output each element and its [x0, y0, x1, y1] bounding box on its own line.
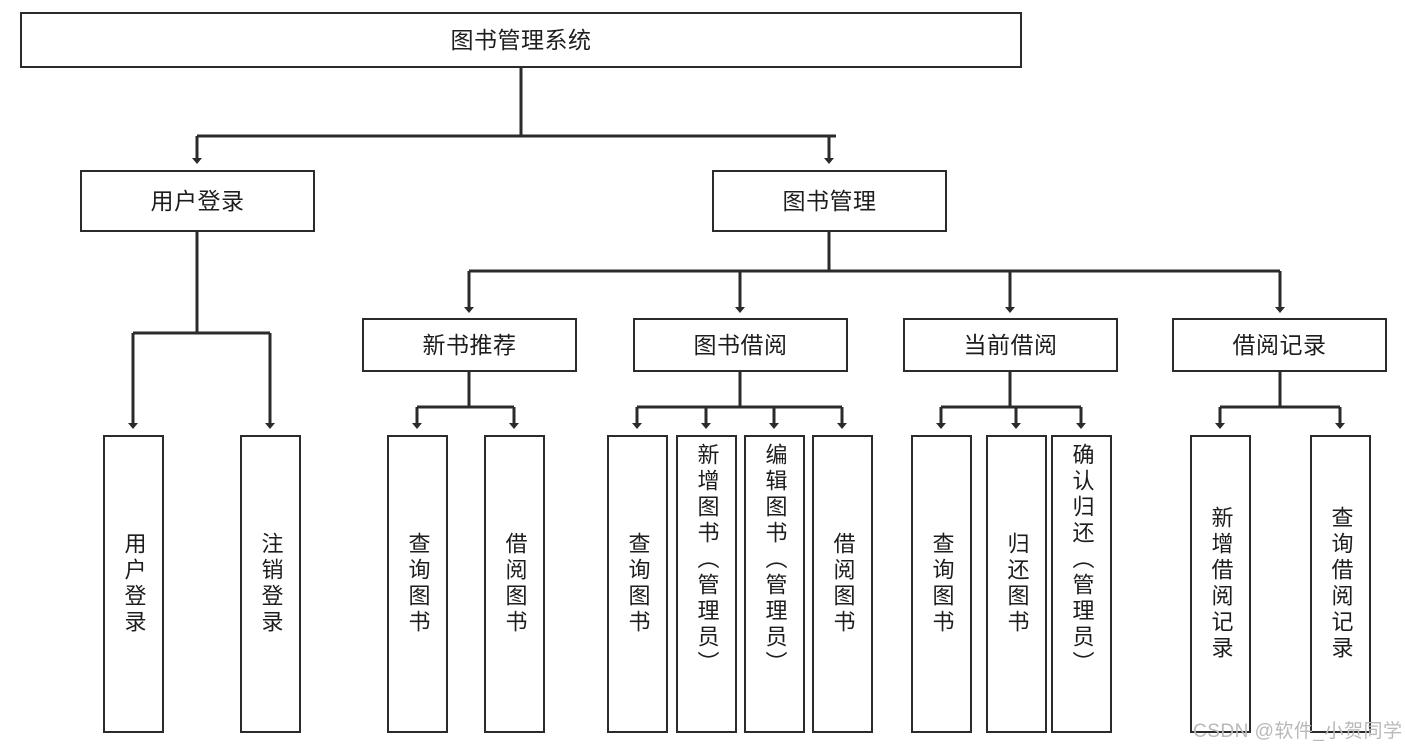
node-root-system[interactable]: 图书管理系统 [20, 12, 1022, 68]
node-leaf-add-book[interactable]: 新增图书（管理员） [676, 435, 737, 733]
node-label: 借阅记录 [1232, 331, 1327, 358]
node-label: 借阅图书 [502, 532, 528, 636]
node-leaf-logout[interactable]: 注销登录 [240, 435, 301, 733]
node-leaf-query-book-2[interactable]: 查询图书 [607, 435, 668, 733]
node-label: 新增借阅记录 [1208, 506, 1234, 662]
node-label: 用户登录 [121, 532, 147, 636]
node-leaf-add-record[interactable]: 新增借阅记录 [1190, 435, 1251, 733]
node-label: 查询图书 [405, 532, 431, 636]
node-new-book-rec[interactable]: 新书推荐 [362, 318, 577, 372]
node-label: 新书推荐 [422, 331, 517, 358]
node-label: 新增图书（管理员） [694, 443, 720, 677]
node-leaf-query-record[interactable]: 查询借阅记录 [1310, 435, 1371, 733]
node-leaf-confirm-return[interactable]: 确认归还（管理员） [1051, 435, 1112, 733]
node-label: 查询图书 [625, 532, 651, 636]
node-leaf-return-book[interactable]: 归还图书 [986, 435, 1047, 733]
watermark-text: CSDN @软件_小贺同学 [1193, 721, 1403, 742]
node-book-borrow[interactable]: 图书借阅 [633, 318, 848, 372]
node-leaf-borrow-book-2[interactable]: 借阅图书 [812, 435, 873, 733]
node-leaf-edit-book[interactable]: 编辑图书（管理员） [744, 435, 805, 733]
node-current-borrow[interactable]: 当前借阅 [903, 318, 1118, 372]
node-label: 查询借阅记录 [1328, 506, 1354, 662]
node-label: 图书借阅 [693, 331, 788, 358]
node-label: 确认归还（管理员） [1069, 443, 1095, 677]
node-label: 借阅图书 [830, 532, 856, 636]
node-leaf-borrow-book-1[interactable]: 借阅图书 [484, 435, 545, 733]
node-label: 用户登录 [150, 187, 245, 214]
node-label: 编辑图书（管理员） [762, 443, 788, 677]
node-leaf-user-login[interactable]: 用户登录 [103, 435, 164, 733]
node-book-manage[interactable]: 图书管理 [712, 170, 947, 232]
node-label: 注销登录 [258, 532, 284, 636]
node-label: 图书管理系统 [450, 26, 592, 53]
node-leaf-query-book-3[interactable]: 查询图书 [911, 435, 972, 733]
node-leaf-query-book-1[interactable]: 查询图书 [387, 435, 448, 733]
node-label: 图书管理 [782, 187, 877, 214]
node-label: 查询图书 [929, 532, 955, 636]
node-borrow-record[interactable]: 借阅记录 [1172, 318, 1387, 372]
node-label: 归还图书 [1004, 532, 1030, 636]
node-label: 当前借阅 [963, 331, 1058, 358]
node-user-login[interactable]: 用户登录 [80, 170, 315, 232]
